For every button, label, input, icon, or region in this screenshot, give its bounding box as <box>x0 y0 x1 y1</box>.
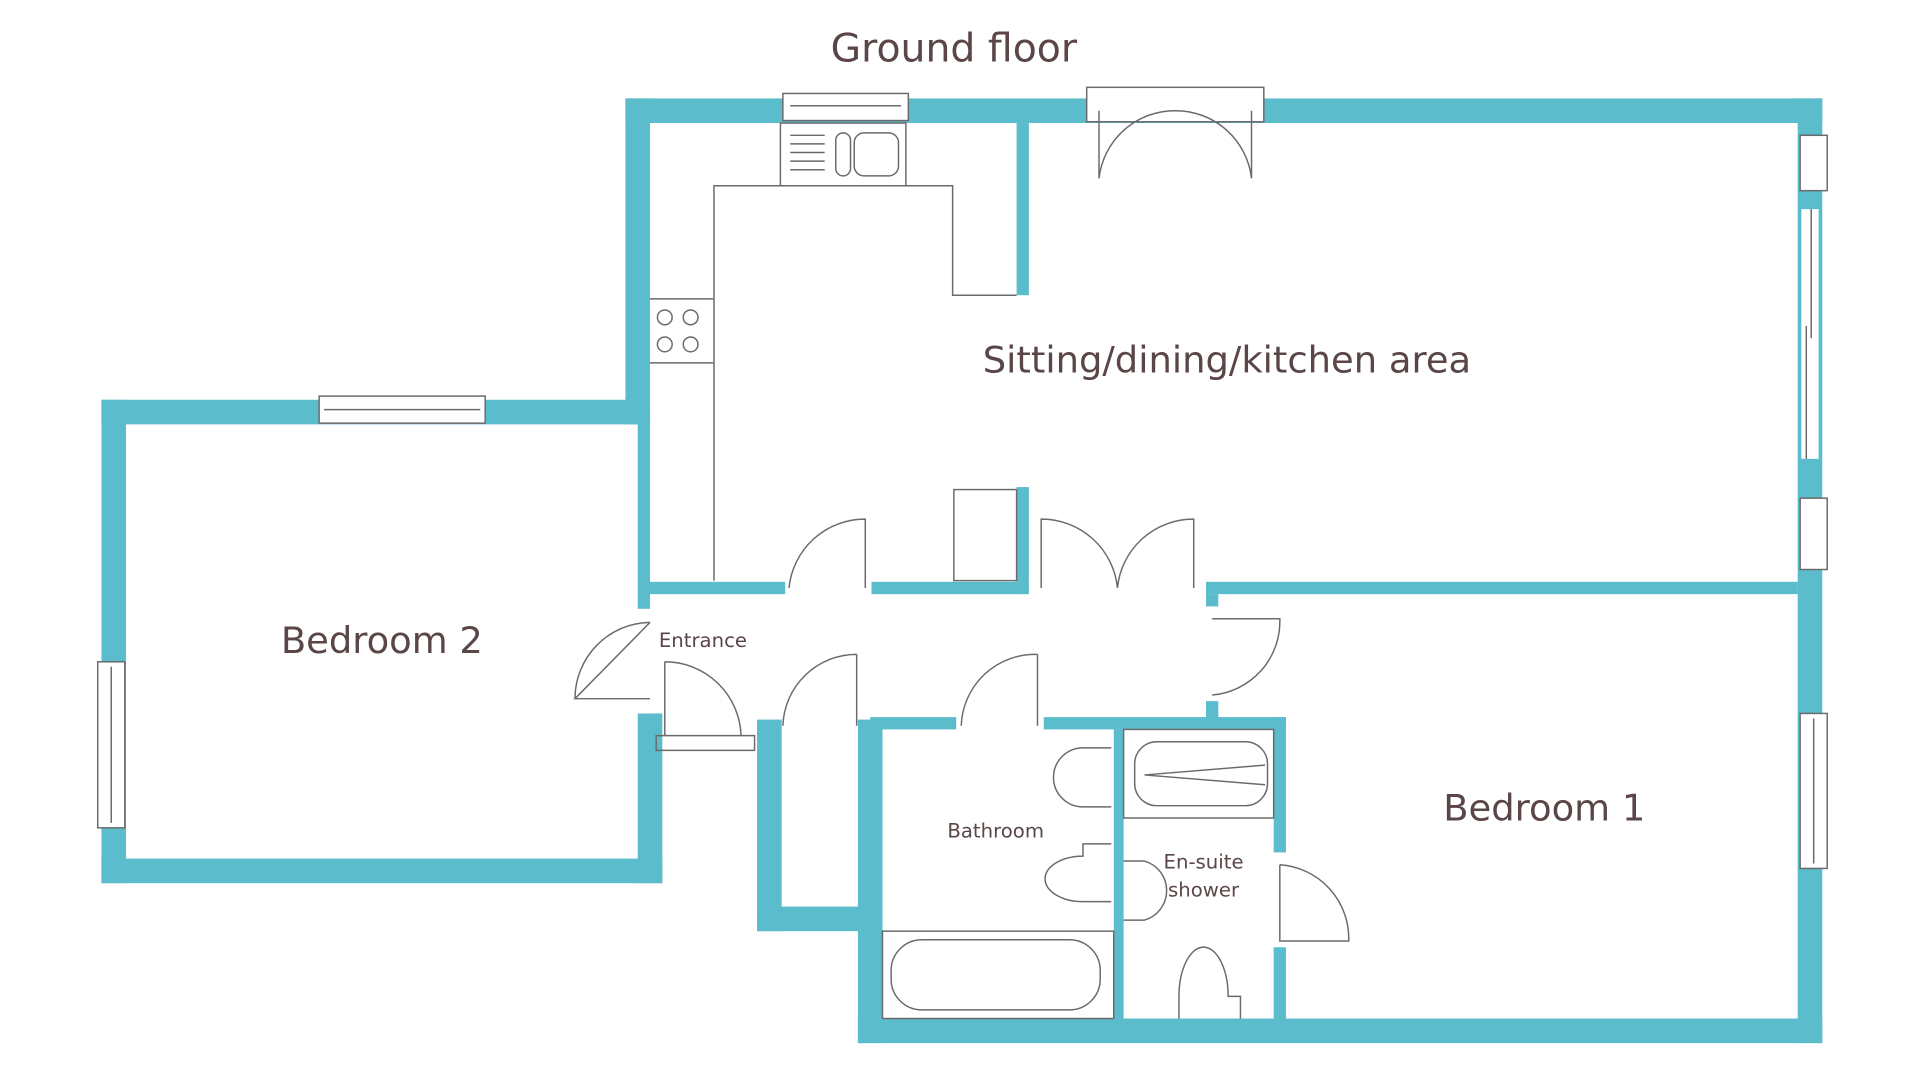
room-label-ensuite-2: shower <box>1168 879 1240 902</box>
room-label-ensuite-1: En-suite <box>1164 850 1244 873</box>
room-label-sitting: Sitting/dining/kitchen area <box>983 339 1471 382</box>
floor-title: Ground floor <box>831 26 1078 72</box>
room-label-bedroom-2: Bedroom 2 <box>281 619 483 662</box>
windows <box>96 86 1828 870</box>
room-label-bathroom: Bathroom <box>947 820 1044 843</box>
room-label-bedroom-1: Bedroom 1 <box>1443 786 1645 829</box>
walls <box>101 98 1823 1044</box>
fixtures <box>650 122 1275 1020</box>
room-label-entrance: Entrance <box>659 629 747 652</box>
doors <box>573 109 1350 948</box>
